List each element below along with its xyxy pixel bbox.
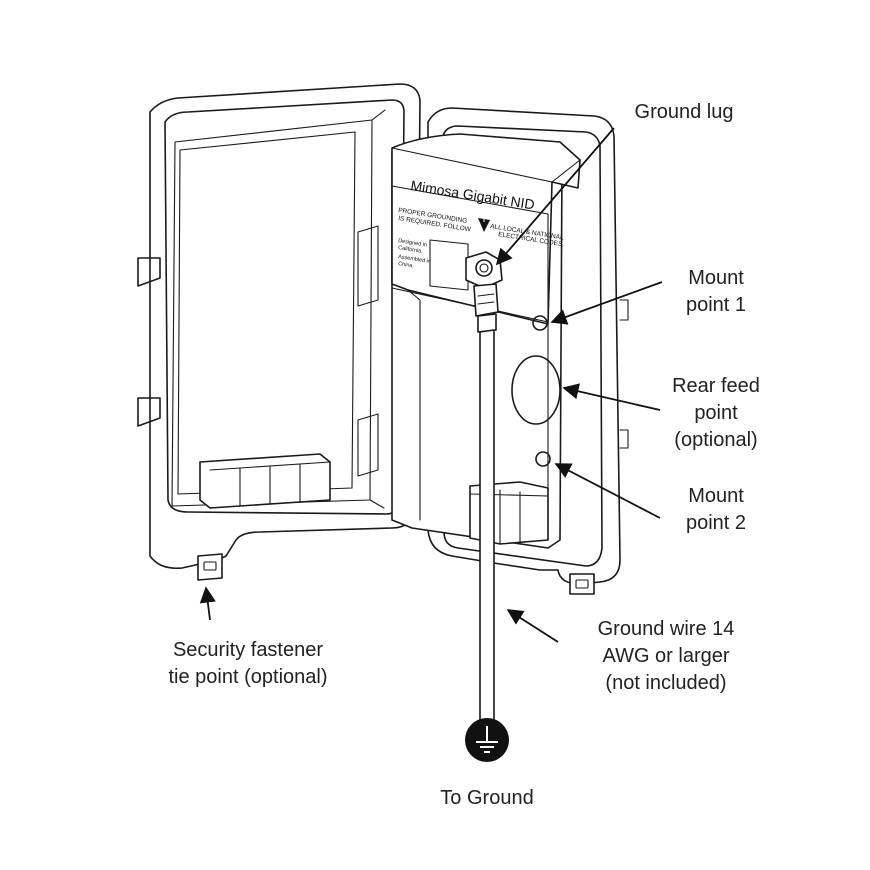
arrow-icon	[550, 281, 663, 325]
mount-hole-2	[535, 451, 551, 467]
device-side-3: Assembled in	[398, 254, 432, 265]
callouts: Ground lug Mount point 1 Rear feed point…	[169, 101, 760, 809]
callout-security-fastener-line2: tie point (optional)	[169, 666, 328, 688]
mount-hole-1	[532, 315, 548, 331]
arrow-icon	[562, 383, 661, 411]
device-side-1: Designed in	[398, 238, 428, 248]
callout-ground-wire-line1: Ground wire 14	[598, 618, 735, 640]
device-side-2: California.	[398, 245, 424, 255]
arrow-icon	[495, 127, 615, 266]
callout-ground-wire-line3: (not included)	[605, 672, 726, 694]
callout-to-ground: To Ground	[440, 787, 533, 809]
ground-lug	[465, 251, 503, 333]
callout-arrows	[199, 127, 663, 643]
callout-mount-point-1-line2: point 1	[686, 294, 746, 316]
enclosure-door	[137, 83, 421, 581]
callout-mount-point-2-line1: Mount	[688, 485, 744, 507]
arrow-icon	[506, 609, 559, 643]
label-ground-icon	[478, 212, 490, 232]
callout-rear-feed-line1: Rear feed	[672, 375, 760, 397]
ground-icon	[465, 718, 509, 762]
callout-mount-point-1-line1: Mount	[688, 267, 744, 289]
callout-mount-point-2-line2: point 2	[686, 512, 746, 534]
device-side-4: China.	[398, 261, 415, 269]
ground-wire	[479, 329, 495, 721]
callout-rear-feed-line2: point	[694, 402, 738, 424]
rear-feed-knockout	[511, 355, 561, 425]
callout-security-fastener-line1: Security fastener	[173, 639, 323, 661]
callout-ground-lug: Ground lug	[635, 101, 734, 123]
arrow-icon	[199, 586, 216, 621]
arrow-icon	[554, 463, 661, 519]
callout-ground-wire-line2: AWG or larger	[602, 645, 729, 667]
callout-rear-feed-line3: (optional)	[674, 429, 757, 451]
